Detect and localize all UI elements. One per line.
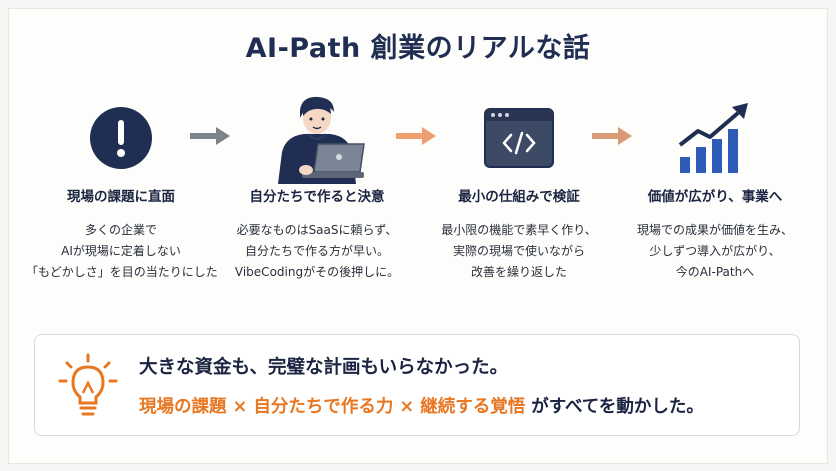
step-desc-line: 「もどかしさ」を目の当たりにした (26, 265, 218, 279)
arrow-right-icon (592, 127, 632, 145)
step-desc-line: 必要なものはSaaSに頼らず、 (236, 223, 398, 237)
step-desc-line: 現場での成果が価値を生み、 (636, 223, 793, 237)
callout-rest: がすべてを動かした。 (531, 397, 704, 417)
step-title: 価値が広がり、事業へ (647, 189, 783, 205)
step-problem: 現場の課題に直面 多くの企業で AIが現場に定着しない 「もどかしさ」を目の当た… (26, 90, 218, 283)
callout-statement: 現場の課題 × 自分たちで作る力 × 継続する覚悟がすべてを動かした。 (139, 393, 704, 418)
step-desc-line: 自分たちで作る方が早い。 (244, 244, 389, 258)
growth-chart-icon (678, 103, 748, 173)
summary-callout: 大きな資金も、完璧な計画もいらなかった。 現場の課題 × 自分たちで作る力 × … (34, 334, 800, 436)
step-expand: 価値が広がり、事業へ 現場での成果が価値を生み、 少しずつ導入が広がり、 今のA… (620, 90, 810, 283)
step-desc-line: 実際の現場で使いながら (452, 244, 585, 258)
step-desc-line: VibeCodingがその後押しに。 (234, 265, 400, 279)
step-description: 必要なものはSaaSに頼らず、 自分たちで作る方が早い。 VibeCodingが… (222, 220, 412, 283)
arrow-right-icon (190, 127, 230, 145)
step-title: 現場の課題に直面 (67, 189, 175, 205)
exclamation-circle-icon (90, 107, 152, 169)
step-description: 現場での成果が価値を生み、 少しずつ導入が広がり、 今のAI-Pathへ (620, 220, 810, 283)
callout-highlight: 現場の課題 × 自分たちで作る力 × 継続する覚悟 (139, 397, 526, 417)
step-title: 最小の仕組みで検証 (458, 189, 580, 205)
arrow-right-icon (396, 127, 436, 145)
step-validate: 最小の仕組みで検証 最小限の機能で素早く作り、 実際の現場で使いながら 改善を繰… (424, 90, 614, 283)
step-desc-line: 多くの企業で (84, 223, 157, 237)
step-desc-line: 少しずつ導入が広がり、 (649, 244, 781, 258)
step-desc-line: 最小限の機能で素早く作り、 (441, 223, 597, 237)
step-description: 最小限の機能で素早く作り、 実際の現場で使いながら 改善を繰り返した (424, 220, 614, 283)
callout-headline: 大きな資金も、完璧な計画もいらなかった。 (139, 357, 509, 378)
step-decision: 自分たちで作ると決意 必要なものはSaaSに頼らず、 自分たちで作る方が早い。 … (222, 90, 412, 283)
step-description: 多くの企業で AIが現場に定着しない 「もどかしさ」を目の当たりにした (26, 220, 218, 283)
code-window-icon (484, 108, 554, 168)
page-title: AI-Path 創業のリアルな話 (245, 33, 591, 64)
step-title: 自分たちで作ると決意 (249, 189, 385, 205)
person-laptop-icon (278, 96, 365, 184)
step-desc-line: AIが現場に定着しない (61, 244, 181, 258)
lightbulb-icon (58, 353, 118, 416)
step-desc-line: 改善を繰り返した (470, 265, 567, 279)
step-desc-line: 今のAI-Pathへ (675, 265, 755, 279)
